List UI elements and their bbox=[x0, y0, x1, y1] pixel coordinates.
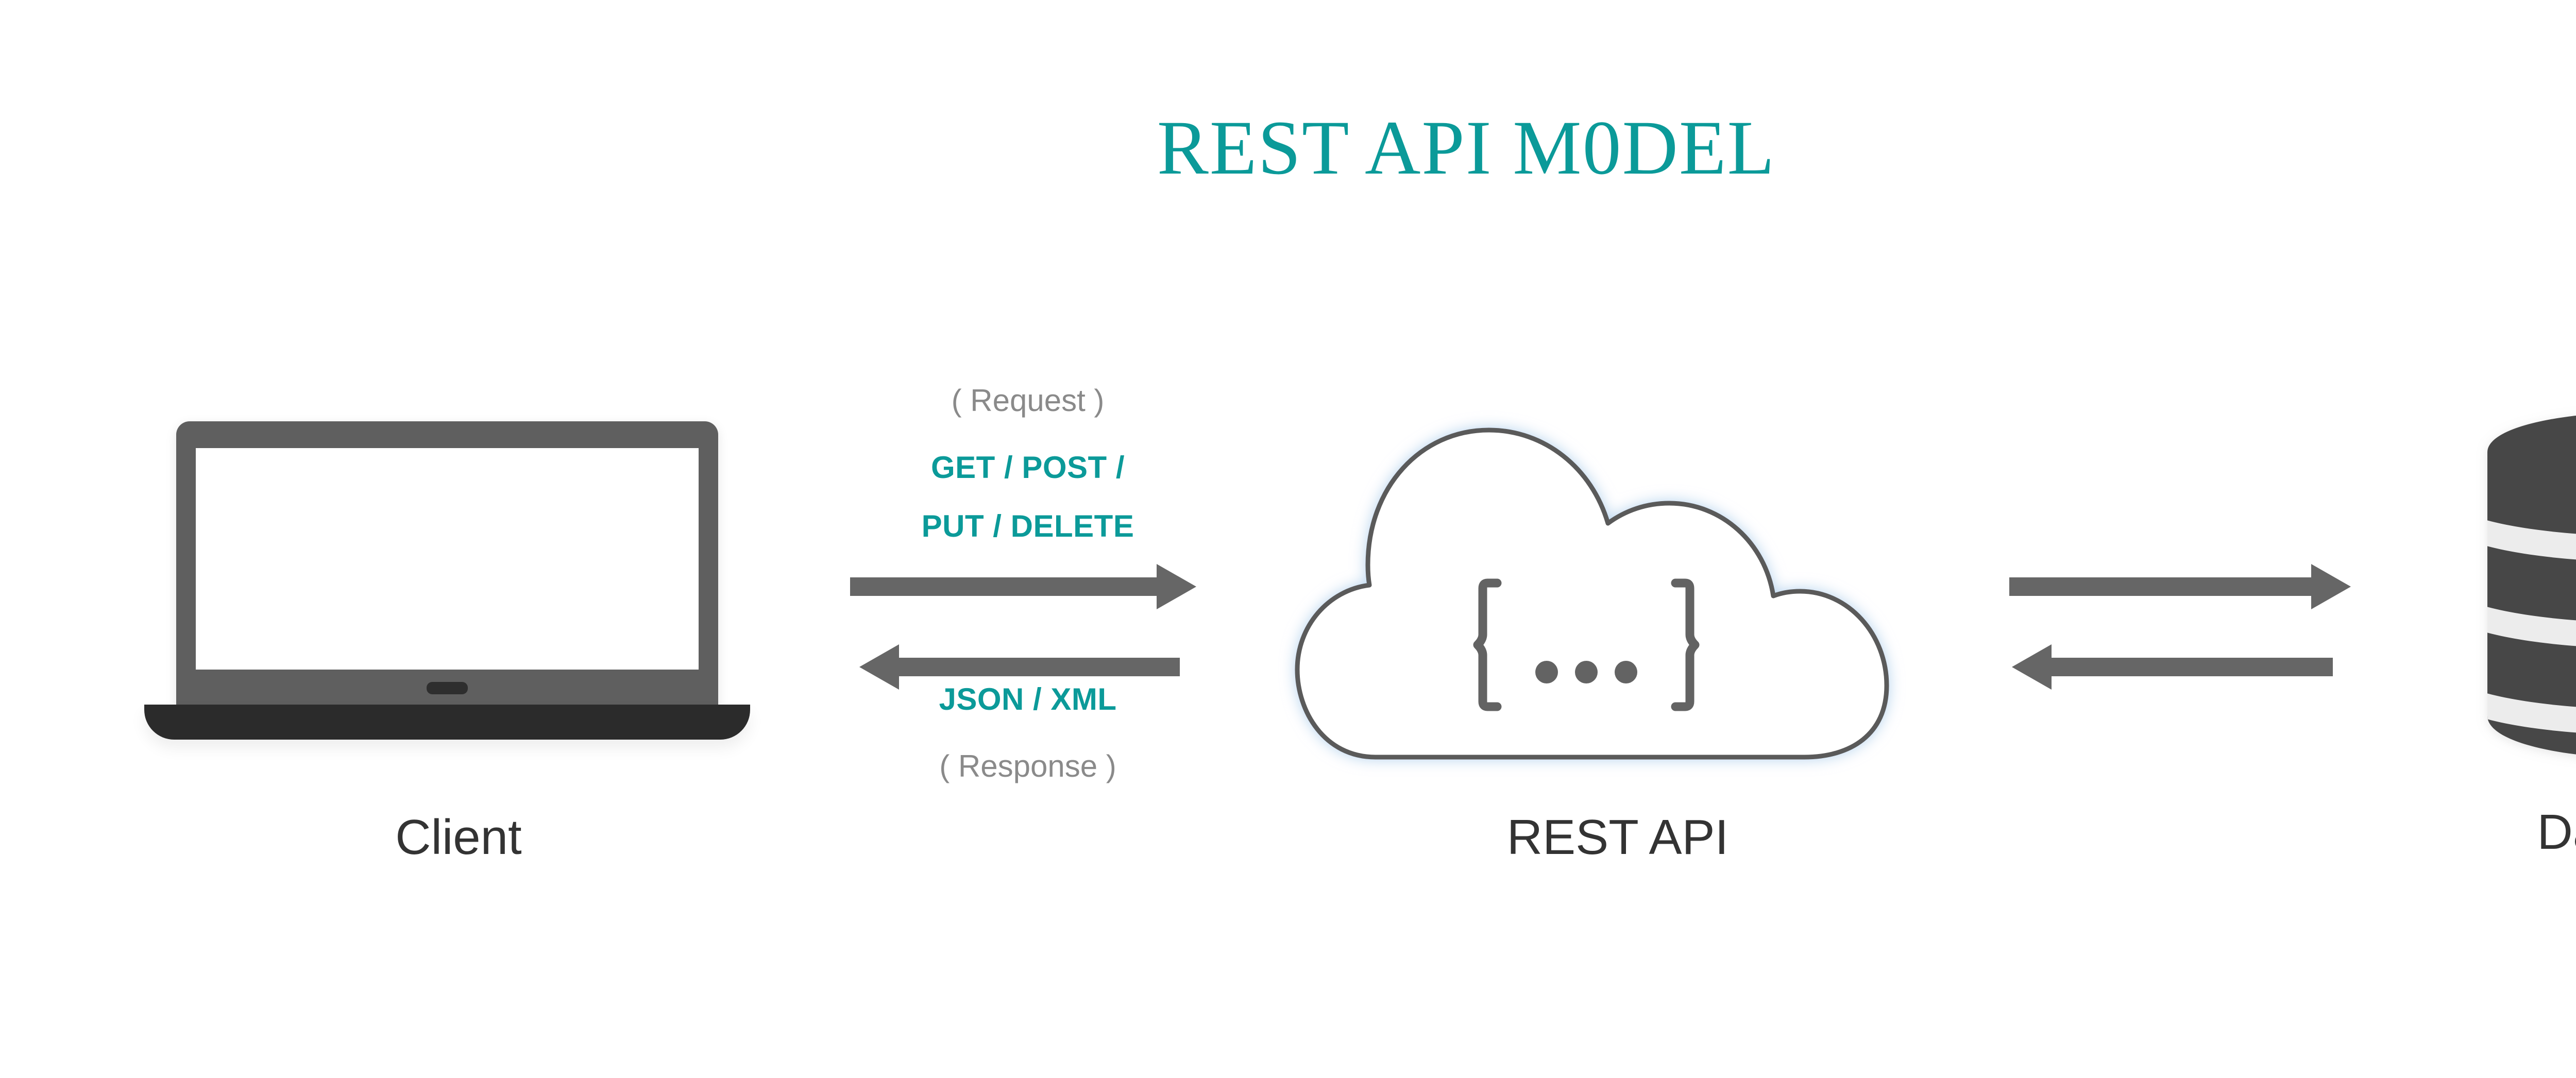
arrow-left-icon bbox=[859, 644, 1180, 690]
cloud-braces-icon bbox=[1295, 427, 1889, 760]
api-node[interactable] bbox=[1283, 402, 1953, 783]
client-api-arrows bbox=[850, 564, 1206, 693]
api-database-arrows bbox=[2009, 564, 2391, 693]
laptop-notch bbox=[427, 682, 468, 694]
database-label: Database bbox=[2537, 805, 2576, 860]
page-title: REST API M0DEL bbox=[1157, 105, 1776, 191]
curly-braces-icon bbox=[1473, 578, 1700, 711]
laptop-screen bbox=[196, 448, 699, 670]
response-caption: ( Response ) bbox=[939, 749, 1116, 783]
client-node[interactable] bbox=[144, 412, 773, 783]
arrow-right-icon bbox=[850, 564, 1196, 609]
laptop-base bbox=[144, 705, 750, 740]
database-bands bbox=[2487, 510, 2576, 735]
api-label: REST API bbox=[1506, 810, 1729, 865]
client-label: Client bbox=[395, 810, 522, 865]
arrow-left-icon bbox=[2012, 644, 2333, 690]
arrow-right-icon bbox=[2009, 564, 2351, 609]
request-methods-line-2: PUT / DELETE bbox=[921, 509, 1134, 543]
ellipsis-dots-icon bbox=[1535, 661, 1637, 683]
laptop-icon bbox=[176, 421, 718, 715]
request-methods-line-1: GET / POST / bbox=[930, 450, 1125, 485]
response-formats: JSON / XML bbox=[939, 682, 1117, 716]
database-cylinder-icon bbox=[2487, 416, 2576, 755]
database-node[interactable] bbox=[2478, 407, 2576, 767]
request-caption: ( Request ) bbox=[951, 383, 1105, 418]
